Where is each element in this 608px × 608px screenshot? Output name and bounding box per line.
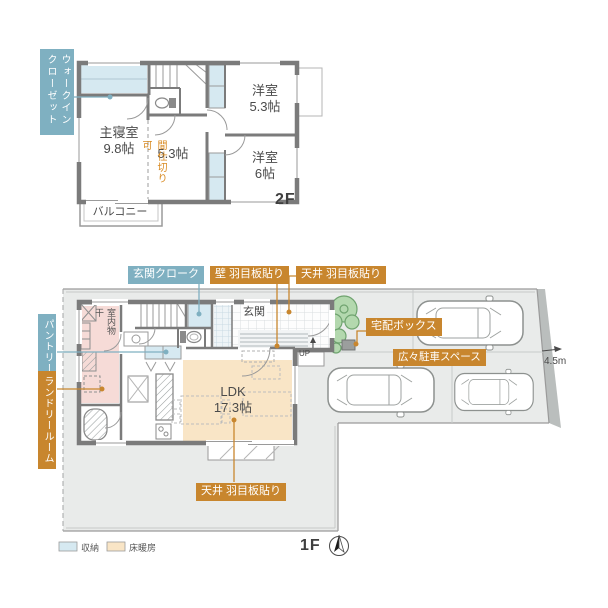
- roof-outline: [296, 67, 323, 117]
- floor1-plan: [76, 299, 335, 461]
- stairs-1f: [140, 302, 187, 327]
- balcony-2f: [79, 202, 163, 227]
- legend-storage-label: 収納: [81, 543, 100, 553]
- windows-1f: [76, 299, 335, 446]
- callout-wall-panel: 壁 羽目板貼り: [210, 266, 290, 284]
- callout-ceiling-panel-bottom: 天井 羽目板貼り: [196, 483, 287, 501]
- delivery-box-icon: [341, 339, 356, 351]
- legend-heating-label: 床暖房: [129, 543, 157, 553]
- dimension-arrow: [541, 346, 562, 352]
- legend: [58, 541, 126, 552]
- interior-walls-2f: [79, 63, 297, 202]
- deck: [207, 442, 281, 461]
- entrance-label: 玄関: [241, 306, 267, 320]
- road-strip: [537, 289, 561, 428]
- callout-pantry: パントリー: [38, 314, 56, 379]
- toilet-icon: [180, 330, 202, 344]
- compass-icon: [329, 534, 349, 556]
- room-label-mid: 5.3帖: [157, 146, 189, 161]
- toilet-2f: [154, 97, 176, 109]
- callout-ceiling-panel-top: 天井 羽目板貼り: [296, 266, 387, 284]
- callout-laundry-room: ランドリールーム: [38, 371, 56, 469]
- floor1-tag: 1F: [300, 537, 321, 554]
- floor2-tag: 2F: [275, 191, 296, 208]
- callout-parking: 広々駐車スペース: [393, 349, 486, 367]
- interior-walls-1f: [79, 302, 295, 443]
- indoor-drying-note: 室内物干: [94, 308, 116, 335]
- callout-entrance-cloak: 玄関クローク: [128, 266, 204, 284]
- balcony-label: バルコニー: [92, 206, 148, 218]
- partition-note: 間仕切り可: [140, 140, 166, 184]
- windows-2f: [76, 60, 300, 205]
- dimension-label: 4.5m: [544, 356, 567, 367]
- vanity: [123, 331, 149, 347]
- up-label: UP: [299, 349, 311, 358]
- legend-heating-swatch: [106, 541, 126, 552]
- callout-walk-in-closet: ウォークインクローゼット: [40, 49, 74, 135]
- bathtub: [83, 408, 108, 441]
- ldk-floor-heating-area: [183, 360, 292, 442]
- door-arcs-2f: [126, 97, 246, 156]
- entrance-step: [238, 330, 310, 348]
- callout-leaders: [57, 94, 367, 482]
- furniture-outlines: [171, 365, 292, 425]
- legend-storage-swatch: [58, 541, 78, 552]
- floor2-plan: [76, 60, 323, 227]
- kitchen-fixtures: [127, 373, 174, 440]
- callout-delivery-box: 宅配ボックス: [366, 318, 442, 336]
